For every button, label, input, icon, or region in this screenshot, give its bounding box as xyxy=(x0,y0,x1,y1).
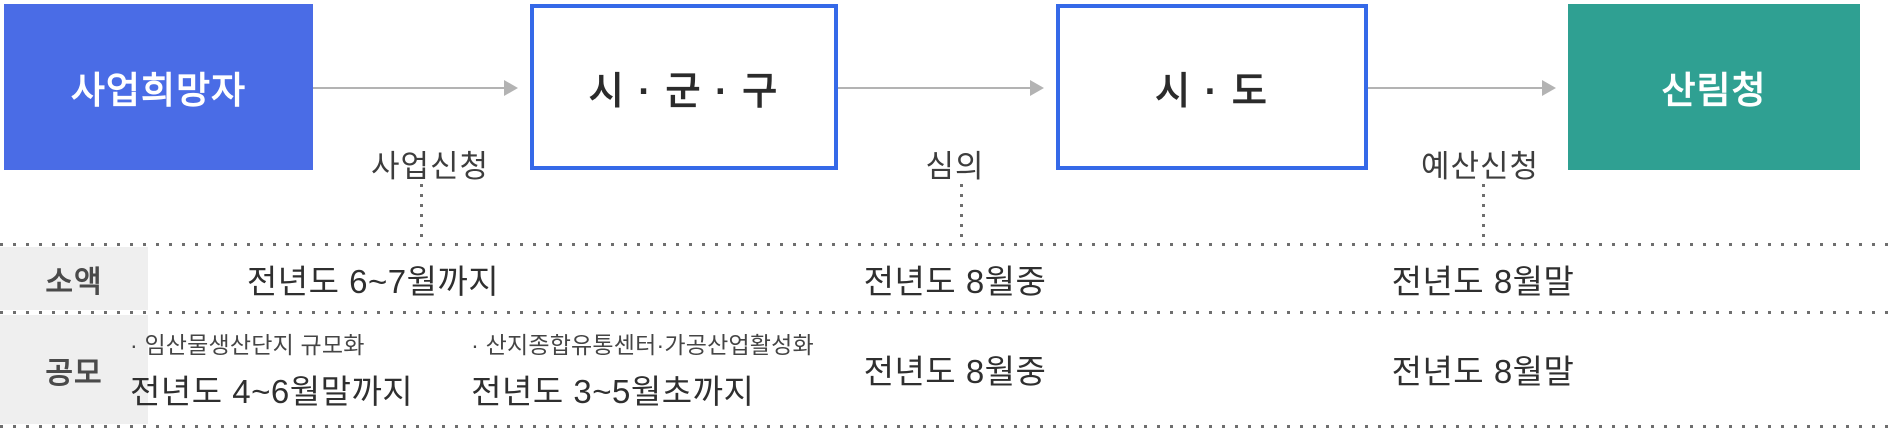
flow-node-applicant: 사업희망자 xyxy=(4,4,313,170)
flow-node-label: 시 · 도 xyxy=(1155,70,1269,113)
table-cell-split: · 임산물생산단지 규모화 전년도 4~6월말까지 · 산지종합유통센터·가공산… xyxy=(130,314,814,424)
date-note: · 산지종합유통센터·가공산업활성화 xyxy=(471,331,814,358)
flow-node-forest-service: 산림청 xyxy=(1568,4,1860,170)
step-label-application: 사업신청 xyxy=(370,149,490,184)
dotted-rule-middle xyxy=(0,311,1898,314)
date-value: 전년도 3~5월초까지 xyxy=(471,372,755,410)
flow-node-si-do: 시 · 도 xyxy=(1056,4,1368,170)
row-header-open-call: 공모 xyxy=(0,315,148,424)
date-value: 전년도 4~6월말까지 xyxy=(130,372,414,410)
step-label-review: 심의 xyxy=(925,149,985,184)
table-cell: 전년도 6~7월까지 xyxy=(246,263,500,300)
dotted-rule-top xyxy=(0,243,1898,246)
flow-node-label: 사업희망자 xyxy=(70,70,247,111)
flow-node-si-gun-gu: 시 · 군 · 구 xyxy=(530,4,838,170)
table-cell: 전년도 8월말 xyxy=(1391,263,1575,300)
table-cell: 전년도 8월말 xyxy=(1391,353,1575,390)
flow-node-label: 시 · 군 · 구 xyxy=(588,70,780,113)
dotted-rule-bottom xyxy=(0,425,1898,428)
flow-node-label: 산림청 xyxy=(1661,70,1767,111)
dotted-leader-line xyxy=(1482,184,1485,244)
row-header-small-amount: 소액 xyxy=(0,247,148,310)
right-arrow-icon xyxy=(838,80,1044,96)
right-arrow-icon xyxy=(313,80,518,96)
date-block: · 산지종합유통센터·가공산업활성화 전년도 3~5월초까지 xyxy=(471,326,814,413)
date-block: · 임산물생산단지 규모화 전년도 4~6월말까지 xyxy=(130,326,413,413)
right-arrow-icon xyxy=(1368,80,1556,96)
table-cell: 전년도 8월중 xyxy=(863,263,1047,300)
date-note: · 임산물생산단지 규모화 xyxy=(130,331,365,358)
dotted-leader-line xyxy=(420,184,423,244)
date-blocks: · 임산물생산단지 규모화 전년도 4~6월말까지 · 산지종합유통센터·가공산… xyxy=(130,326,814,413)
step-label-budget-request: 예산신청 xyxy=(1420,149,1540,184)
table-cell: 전년도 8월중 xyxy=(863,353,1047,390)
dotted-leader-line xyxy=(960,184,963,244)
